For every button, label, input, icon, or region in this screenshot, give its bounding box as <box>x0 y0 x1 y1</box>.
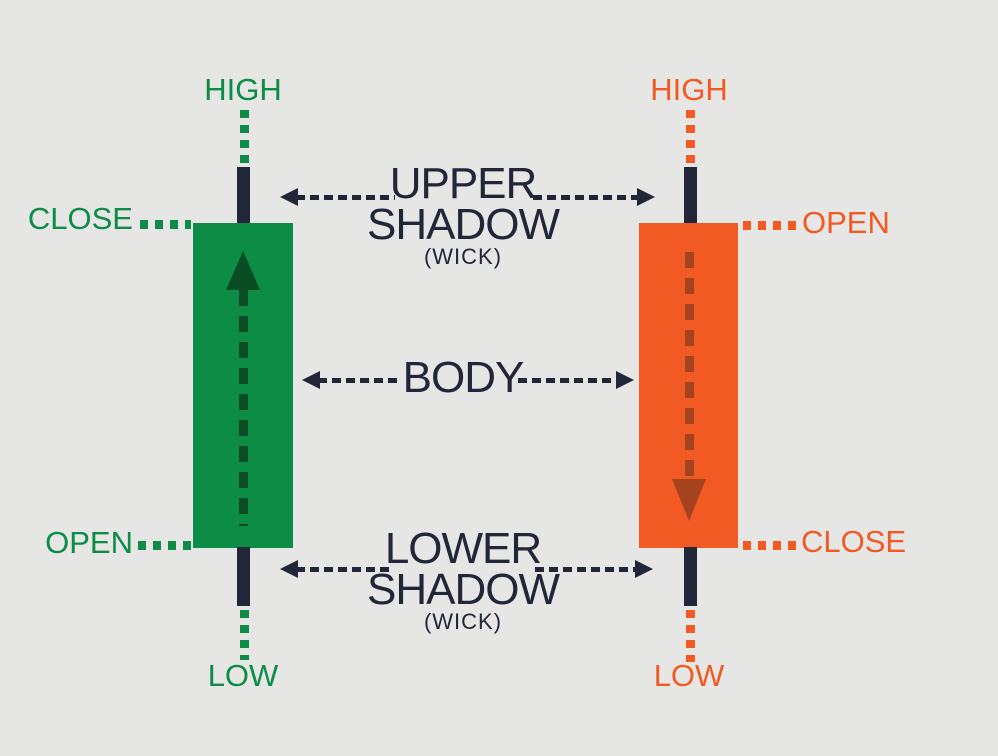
bullish-low-connector <box>240 610 249 660</box>
bullish-close-label: CLOSE <box>27 201 133 236</box>
upper-shadow-label: UPPER SHADOW (WICK) <box>338 162 588 268</box>
bullish-open-connector <box>138 541 191 550</box>
lower-shadow-line2: SHADOW <box>367 565 560 614</box>
dashed-line <box>518 378 616 383</box>
dashed-line <box>318 378 402 383</box>
body-label: BODY <box>338 356 588 400</box>
dashed-line <box>296 567 392 572</box>
bearish-high-label: HIGH <box>650 72 728 107</box>
body-label-text: BODY <box>402 353 525 402</box>
bullish-high-connector <box>240 110 249 165</box>
dashed-line <box>296 195 395 200</box>
upper-shadow-line2: SHADOW <box>367 200 560 249</box>
dashed-line <box>533 195 637 200</box>
dashed-line <box>535 567 635 572</box>
bullish-open-label: OPEN <box>45 525 133 560</box>
bearish-open-connector <box>743 221 799 230</box>
dashed-arrow-right-icon <box>635 560 653 578</box>
dashed-arrow-right-icon <box>637 188 655 206</box>
bearish-upper-wick <box>684 167 697 224</box>
bullish-lower-wick <box>237 547 250 606</box>
lower-shadow-wick-sublabel: (WICK) <box>423 609 503 634</box>
bearish-close-connector <box>743 541 800 550</box>
bearish-close-label: CLOSE <box>801 524 907 559</box>
down-arrow-shaft <box>685 252 694 480</box>
up-arrow-shaft <box>239 290 248 526</box>
bearish-high-connector <box>686 110 695 165</box>
bearish-open-label: OPEN <box>802 205 890 240</box>
bullish-close-connector <box>140 220 191 229</box>
upper-shadow-wick-sublabel: (WICK) <box>423 244 503 269</box>
dashed-arrow-right-icon <box>616 371 634 389</box>
lower-shadow-line1: LOWER <box>384 524 542 573</box>
bearish-low-label: LOW <box>653 658 725 693</box>
up-arrow-icon <box>226 251 260 290</box>
bearish-low-connector <box>686 610 695 662</box>
bullish-high-label: HIGH <box>204 72 282 107</box>
dashed-arrow-left-icon <box>280 560 298 578</box>
upper-shadow-line1: UPPER <box>389 159 538 208</box>
down-arrow-icon <box>672 479 706 521</box>
bullish-upper-wick <box>237 167 250 224</box>
dashed-arrow-left-icon <box>280 188 298 206</box>
lower-shadow-label: LOWER SHADOW (WICK) <box>338 527 588 633</box>
dashed-arrow-left-icon <box>302 371 320 389</box>
bearish-lower-wick <box>684 547 697 606</box>
bullish-low-label: LOW <box>207 658 279 693</box>
